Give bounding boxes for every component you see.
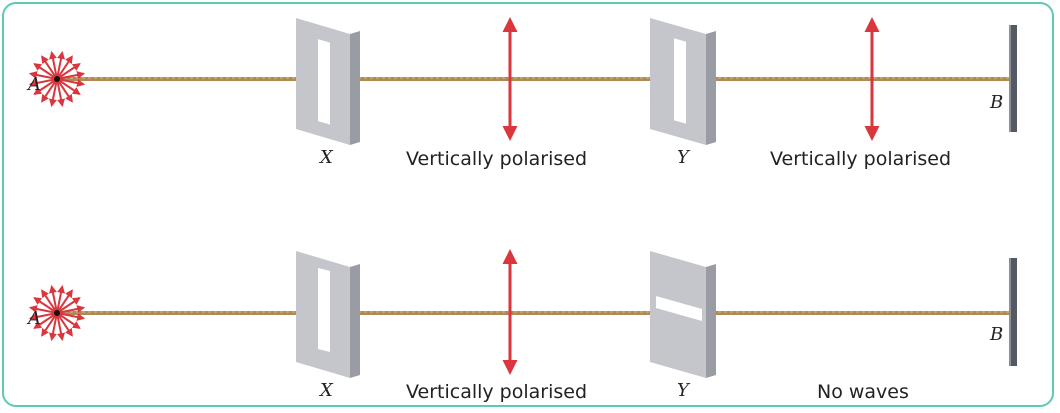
source-point — [54, 310, 60, 316]
end-wall — [1009, 258, 1017, 366]
between-caption: Vertically polarised — [406, 381, 587, 403]
slit-x-label: X — [318, 147, 334, 168]
row-1: A X Vertically polarised Y Vertically po… — [26, 17, 1017, 170]
row-2: A X Vertically polarised Y No waves B — [26, 249, 1017, 403]
between-caption: Vertically polarised — [406, 148, 587, 170]
source-label: A — [26, 308, 41, 329]
source-label: A — [26, 74, 41, 95]
slit-x — [296, 251, 360, 378]
end-wall — [1009, 25, 1017, 132]
after-caption: No waves — [817, 381, 909, 403]
slit-y-label: Y — [677, 147, 691, 168]
source-point — [54, 76, 60, 82]
after-caption: Vertically polarised — [770, 148, 951, 170]
end-label: B — [989, 92, 1003, 113]
slit-x-label: X — [318, 380, 334, 401]
slit-y — [650, 251, 716, 378]
slit-y — [650, 18, 716, 145]
slit-y-label: Y — [677, 380, 691, 401]
end-label: B — [989, 324, 1003, 345]
slit-x — [296, 18, 360, 145]
